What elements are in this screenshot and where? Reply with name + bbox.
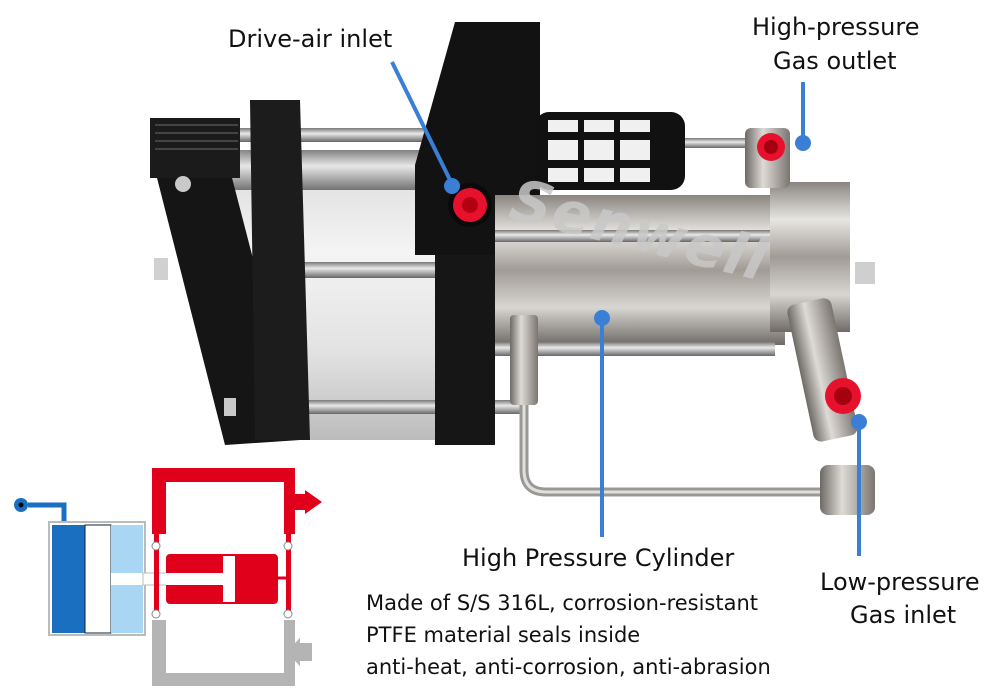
- drive-chamber: [52, 525, 85, 633]
- gas-outlet-label-line1: High-pressure: [752, 13, 920, 41]
- inlet-arrow-icon: [286, 638, 312, 666]
- spec-line-properties: anti-heat, anti-corrosion, anti-abrasion: [366, 655, 771, 679]
- hp-cylinder-label: High Pressure Cylinder: [462, 544, 735, 572]
- drive-air-callout-line: [390, 61, 454, 185]
- gas-inlet-label-line1: Low-pressure: [820, 568, 980, 596]
- spec-line-material: Made of S/S 316L, corrosion-resistant: [366, 591, 759, 615]
- spec-line-seals: PTFE material seals inside: [366, 623, 641, 647]
- outlet-arrow-icon: [295, 490, 322, 514]
- high-pressure-cylinder: [495, 195, 785, 345]
- drive-air-inlet-label: Drive-air inlet: [228, 25, 393, 53]
- lp-inlet-path: [152, 620, 295, 686]
- gas-inlet-label-line2: Gas inlet: [850, 601, 957, 629]
- gas-outlet-label-line2: Gas outlet: [773, 47, 897, 75]
- hp-outlet-path: [152, 468, 295, 534]
